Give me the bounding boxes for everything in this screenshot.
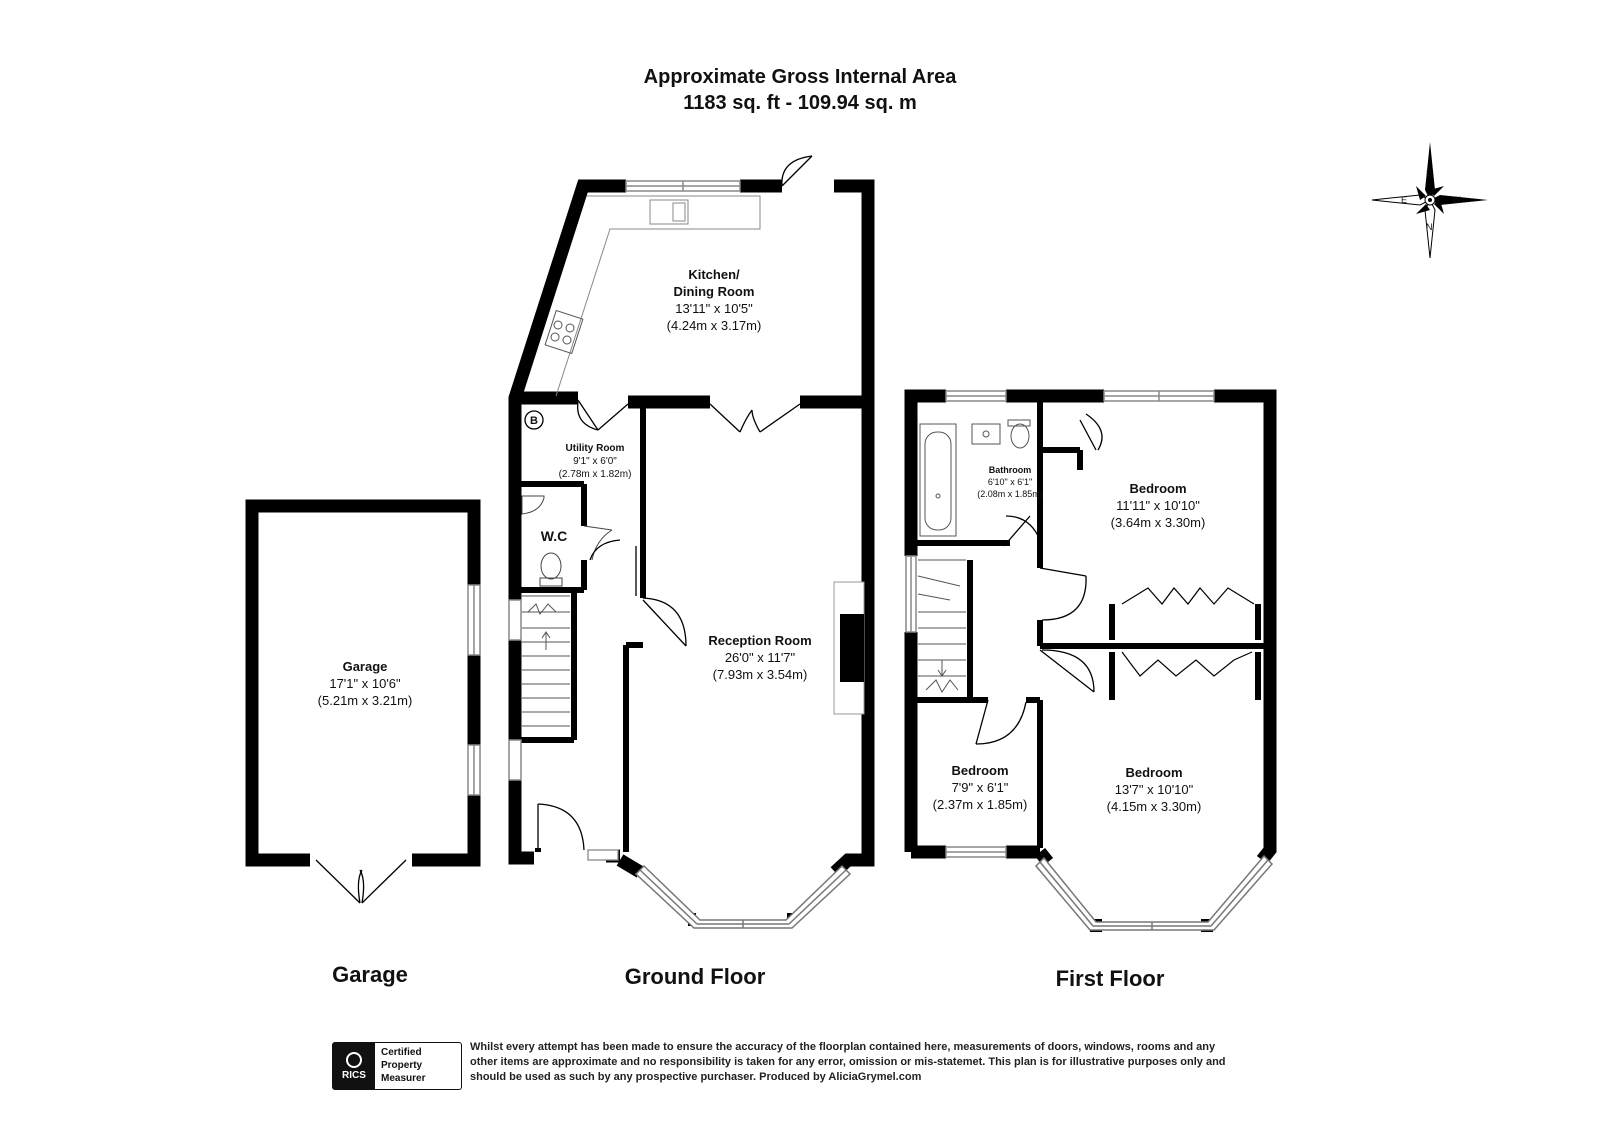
fireplace bbox=[833, 581, 865, 715]
room-bedroom-3-imperial: 13'7" x 10'10" bbox=[1114, 782, 1194, 797]
garage-windows bbox=[467, 584, 481, 796]
compass-rose bbox=[1371, 142, 1488, 259]
room-bedroom-1: Bedroom 11'11" x 10'10" (3.64m x 3.30m) bbox=[1111, 480, 1206, 531]
room-garage: Garage 17'1" x 10'6" (5.21m x 3.21m) bbox=[318, 658, 413, 709]
ground-floor-walls bbox=[508, 179, 875, 926]
ground-stairs bbox=[522, 595, 570, 727]
room-reception-name: Reception Room bbox=[708, 633, 812, 648]
first-floor-walls bbox=[904, 389, 1277, 932]
boiler-circle bbox=[524, 410, 544, 430]
room-kitchen: Kitchen/ Dining Room 13'11" x 10'5" (4.2… bbox=[667, 266, 762, 334]
compass-label-s: S bbox=[1426, 168, 1433, 178]
hall-windows bbox=[508, 599, 522, 781]
rics-badge-line-3: Measurer bbox=[381, 1073, 426, 1084]
rics-badge-line-2: Property bbox=[381, 1060, 423, 1071]
room-bedroom-3-name: Bedroom bbox=[1125, 765, 1183, 780]
rics-logo: RICS bbox=[333, 1043, 375, 1089]
room-kitchen-name-2: Dining Room bbox=[673, 284, 755, 299]
wardrobe-doors bbox=[1121, 587, 1255, 677]
compass-label-e: E bbox=[1401, 195, 1408, 205]
room-utility-name: Utility Room bbox=[565, 443, 625, 454]
floor-label-ground: Ground Floor bbox=[624, 964, 766, 989]
room-bathroom-name: Bathroom bbox=[988, 465, 1032, 475]
room-garage-metric: (5.21m x 3.21m) bbox=[317, 693, 413, 708]
kitchen-counter bbox=[555, 195, 761, 397]
hall-reception-door bbox=[589, 539, 687, 647]
rics-logo-text: RICS bbox=[342, 1069, 366, 1081]
room-bedroom-3-metric: (4.15m x 3.30m) bbox=[1106, 799, 1202, 814]
disclaimer-text: Whilst every attempt has been made to en… bbox=[470, 1041, 1226, 1083]
compass-label-w: W bbox=[1452, 195, 1461, 205]
room-bedroom-1-name: Bedroom bbox=[1129, 481, 1187, 496]
first-floor-windows bbox=[905, 390, 1215, 858]
room-bedroom-2: Bedroom 7'9" x 6'1" (2.37m x 1.85m) bbox=[933, 762, 1028, 813]
garage-doors bbox=[315, 859, 407, 904]
rics-badge-text: Certified Property Measurer bbox=[375, 1043, 431, 1089]
kitchen-hob bbox=[544, 309, 584, 355]
room-kitchen-metric: (4.24m x 3.17m) bbox=[666, 318, 762, 333]
first-floor-stairs bbox=[917, 559, 966, 693]
reception-double-doors bbox=[709, 403, 801, 433]
floor-label-first: First Floor bbox=[1055, 966, 1165, 991]
garage-walls bbox=[245, 499, 481, 867]
utility-door bbox=[577, 399, 629, 431]
rics-badge-line-1: Certified bbox=[381, 1047, 422, 1058]
bedroom-doors bbox=[975, 413, 1103, 745]
room-bedroom-2-metric: (2.37m x 1.85m) bbox=[932, 797, 1028, 812]
room-reception-imperial: 26'0" x 11'7" bbox=[724, 650, 796, 665]
room-bedroom-1-imperial: 11'11" x 10'10" bbox=[1116, 498, 1200, 513]
reception-bay-window bbox=[634, 864, 852, 929]
kitchen-back-door bbox=[781, 155, 813, 187]
bathroom-basin-toilet bbox=[971, 419, 1031, 449]
room-bathroom-metric: (2.08m x 1.85m) bbox=[977, 489, 1043, 499]
room-utility: Utility Room 9'1" x 6'0" (2.78m x 1.82m) bbox=[559, 442, 632, 481]
room-bedroom-3: Bedroom 13'7" x 10'10" (4.15m x 3.30m) bbox=[1107, 764, 1202, 815]
room-bedroom-2-imperial: 7'9" x 6'1" bbox=[951, 780, 1009, 795]
ground-floor-internal-walls bbox=[518, 404, 646, 852]
bath bbox=[919, 423, 957, 537]
room-utility-imperial: 9'1" x 6'0" bbox=[573, 456, 617, 467]
first-floor-internal-walls bbox=[911, 398, 1266, 848]
title-line-1: Approximate Gross Internal Area bbox=[643, 66, 957, 88]
room-reception-metric: (7.93m x 3.54m) bbox=[712, 667, 808, 682]
room-wc-name: W.C bbox=[540, 528, 568, 544]
room-bedroom-2-name: Bedroom bbox=[951, 763, 1009, 778]
room-kitchen-imperial: 13'11" x 10'5" bbox=[675, 301, 753, 316]
room-garage-name: Garage bbox=[342, 659, 388, 674]
bedroom3-bay-window bbox=[1034, 854, 1274, 931]
room-bathroom-imperial: 6'10" x 6'1" bbox=[987, 477, 1033, 487]
room-reception: Reception Room 26'0" x 11'7" (7.93m x 3.… bbox=[708, 632, 811, 683]
rics-badge: RICS Certified Property Measurer bbox=[332, 1042, 462, 1090]
floor-label-garage: Garage bbox=[332, 962, 408, 987]
bathroom-door bbox=[1003, 515, 1041, 547]
wc-fixtures bbox=[521, 495, 613, 587]
title-line-2: 1183 sq. ft - 109.94 sq. m bbox=[683, 92, 917, 114]
kitchen-window bbox=[625, 180, 741, 192]
room-bathroom: Bathroom 6'10" x 6'1" (2.08m x 1.85m) bbox=[977, 464, 1043, 500]
room-kitchen-name-1: Kitchen/ bbox=[688, 267, 740, 282]
room-utility-metric: (2.78m x 1.82m) bbox=[558, 469, 632, 480]
boiler-label: B bbox=[530, 415, 538, 427]
room-garage-imperial: 17'1" x 10'6" bbox=[329, 676, 401, 691]
room-bedroom-1-metric: (3.64m x 3.30m) bbox=[1110, 515, 1206, 530]
front-door bbox=[537, 803, 619, 861]
rics-orb-icon bbox=[346, 1051, 362, 1068]
compass-label-n: N bbox=[1426, 222, 1433, 232]
